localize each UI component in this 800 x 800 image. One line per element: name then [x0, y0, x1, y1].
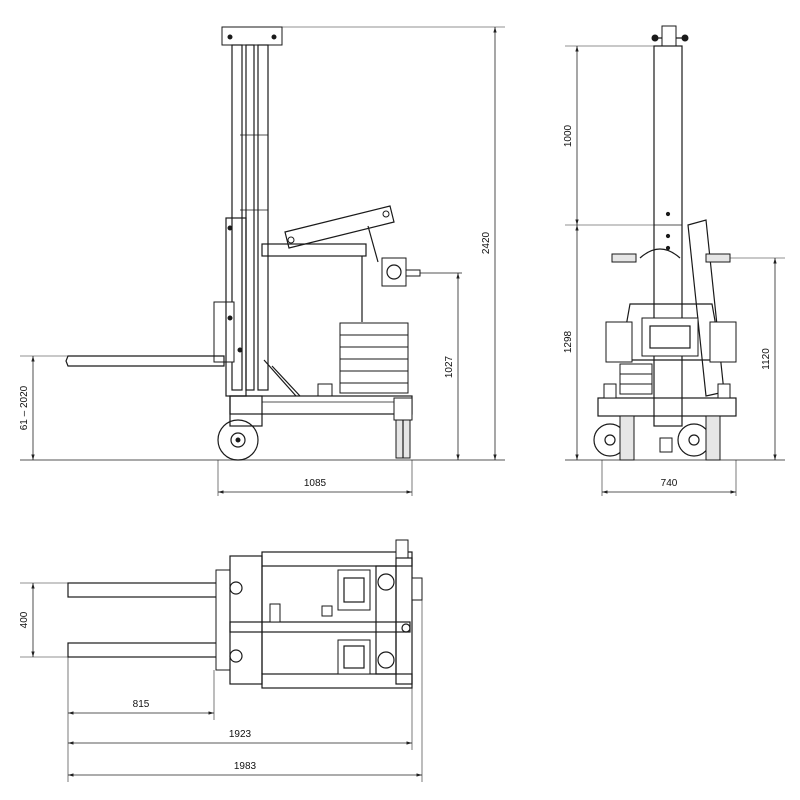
top-dim-fork-length: 815 [67, 657, 215, 782]
dim-label-1298: 1298 [563, 330, 574, 353]
top-view [67, 539, 423, 689]
dim-label-1000: 1000 [563, 124, 574, 147]
front-view [565, 25, 785, 461]
front-dim-height-right: 1120 [730, 257, 785, 460]
dim-label-1923: 1923 [229, 729, 252, 740]
dim-label-815: 815 [133, 699, 150, 710]
side-view [20, 26, 505, 461]
front-dim-width: 740 [601, 460, 737, 496]
dim-label-740: 740 [661, 478, 678, 489]
dim-label-1085: 1085 [304, 478, 327, 489]
dim-label-1983: 1983 [234, 761, 257, 772]
dim-label-2420: 2420 [481, 231, 492, 254]
dim-label-61-2020: 61 – 2020 [19, 385, 30, 430]
dim-label-400: 400 [19, 611, 30, 628]
top-dim-length-b: 1983 [68, 600, 423, 782]
side-dim-fork-range: 61 – 2020 [19, 355, 68, 460]
side-dim-length: 1085 [217, 460, 413, 496]
side-dim-lift-height: 1027 [444, 273, 460, 460]
dim-label-1120: 1120 [761, 348, 772, 370]
dim-label-1027: 1027 [444, 355, 455, 378]
side-dim-total-height: 2420 [282, 26, 505, 460]
top-dim-length-a: 1923 [68, 688, 413, 750]
front-dim-mast-extension: 1000 [563, 45, 654, 226]
top-dim-fork-spread: 400 [19, 582, 68, 658]
front-dim-height: 1298 [563, 225, 579, 460]
